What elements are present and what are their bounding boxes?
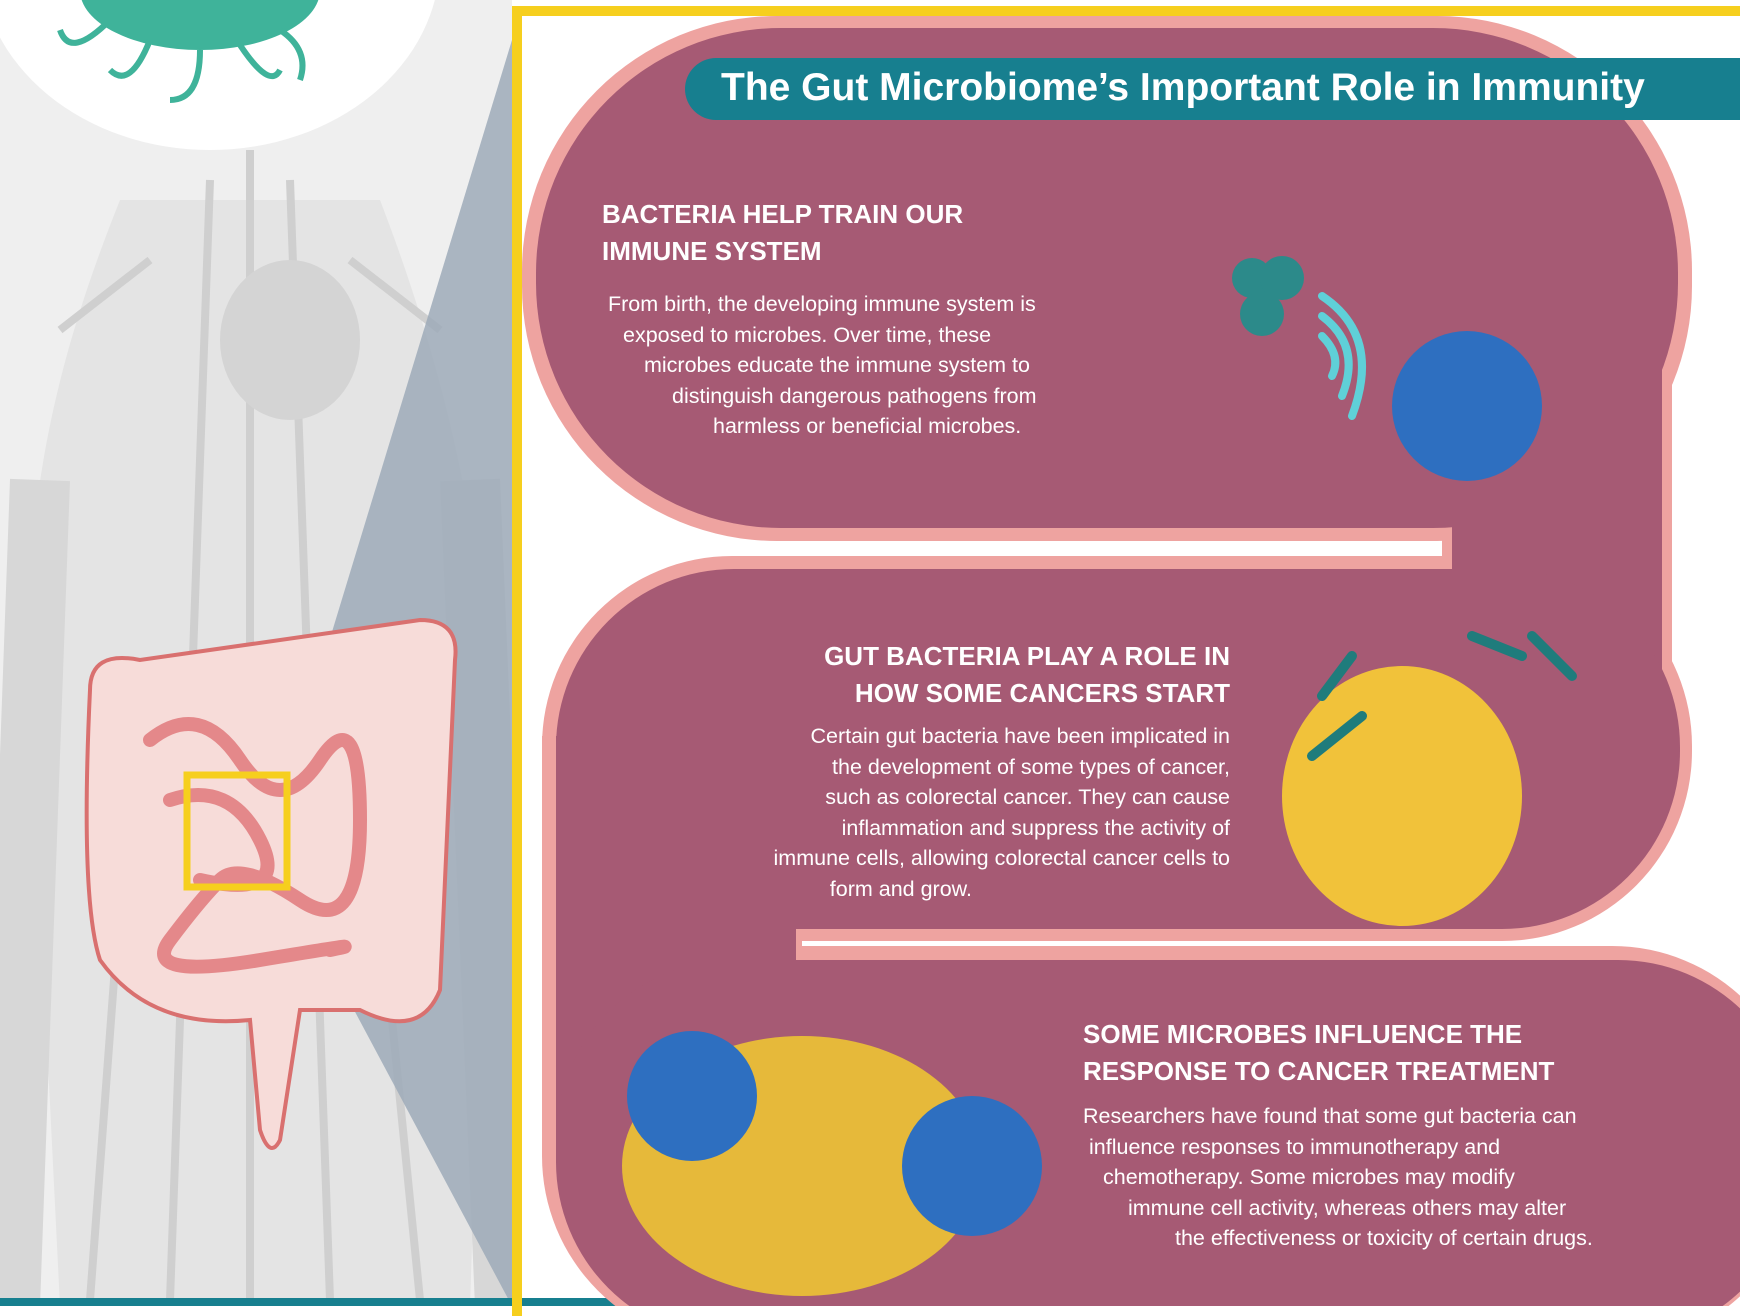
heading-line: BACTERIA HELP TRAIN OUR	[602, 199, 964, 229]
title-banner: The Gut Microbiome’s Important Role in I…	[685, 58, 1740, 120]
immune-cell-icon-2	[627, 1031, 757, 1161]
body-line: Certain gut bacteria have been implicate…	[810, 724, 1230, 748]
gut-detail-frame	[512, 6, 1740, 1316]
section-heading-train-immune: BACTERIA HELP TRAIN OUR IMMUNE SYSTEM	[602, 196, 963, 270]
body-line: influence responses to immunotherapy and	[1089, 1134, 1501, 1159]
signal-waves-icon	[1318, 292, 1366, 420]
heading-line: IMMUNE SYSTEM	[602, 236, 822, 266]
body-line: the development of some types of cancer,	[832, 754, 1230, 779]
body-line: harmless or beneficial microbes.	[713, 414, 1022, 438]
body-line: inflammation and suppress the activity o…	[841, 815, 1230, 840]
section-body-train-immune: From birth, the developing immune system…	[608, 289, 1037, 442]
section-heading-treatment: SOME MICROBES INFLUENCE THE RESPONSE TO …	[1083, 1016, 1554, 1090]
microbe-icon	[57, 0, 319, 103]
heading-line: GUT BACTERIA PLAY A ROLE IN	[824, 641, 1230, 671]
page-title: The Gut Microbiome’s Important Role in I…	[721, 66, 1645, 109]
heading-line: SOME MICROBES INFLUENCE THE	[1083, 1019, 1523, 1049]
body-line: exposed to microbes. Over time, these	[623, 322, 992, 347]
body-line: microbes educate the immune system to	[644, 353, 1030, 377]
body-line: immune cells, allowing colorectal cancer…	[773, 846, 1230, 870]
bottom-accent-bar	[0, 1298, 990, 1306]
body-line: the effectiveness or toxicity of certain…	[1175, 1226, 1593, 1250]
microbe-circle	[0, 0, 440, 150]
body-line: chemotherapy. Some microbes may modify	[1103, 1165, 1515, 1189]
section-body-treatment: Researchers have found that some gut bac…	[1083, 1101, 1593, 1254]
gut-illustration	[522, 16, 1740, 1306]
microbe-cluster-icon	[1232, 256, 1304, 336]
zoom-highlight-box	[183, 771, 291, 891]
immune-cell-icon	[1392, 331, 1542, 481]
body-line: Researchers have found that some gut bac…	[1083, 1104, 1577, 1128]
immune-cell-icon-3	[902, 1096, 1042, 1236]
body-line: form and grow.	[829, 876, 972, 901]
body-line: such as colorectal cancer. They can caus…	[825, 785, 1230, 809]
body-line: immune cell activity, whereas others may…	[1128, 1195, 1567, 1220]
section-heading-cancer-start: GUT BACTERIA PLAY A ROLE IN HOW SOME CAN…	[824, 638, 1230, 712]
body-anatomy-panel	[0, 0, 512, 1306]
body-silhouette-illustration	[0, 40, 512, 1306]
body-line: distinguish dangerous pathogens from	[672, 383, 1037, 408]
heading-line: HOW SOME CANCERS START	[854, 678, 1230, 708]
body-line: From birth, the developing immune system…	[608, 292, 1036, 316]
section-body-cancer-start: Certain gut bacteria have been implicate…	[774, 721, 1230, 904]
bacteria-rods-icon	[1307, 631, 1577, 761]
tumor-icon	[1282, 666, 1522, 926]
heading-line: RESPONSE TO CANCER TREATMENT	[1083, 1056, 1555, 1086]
